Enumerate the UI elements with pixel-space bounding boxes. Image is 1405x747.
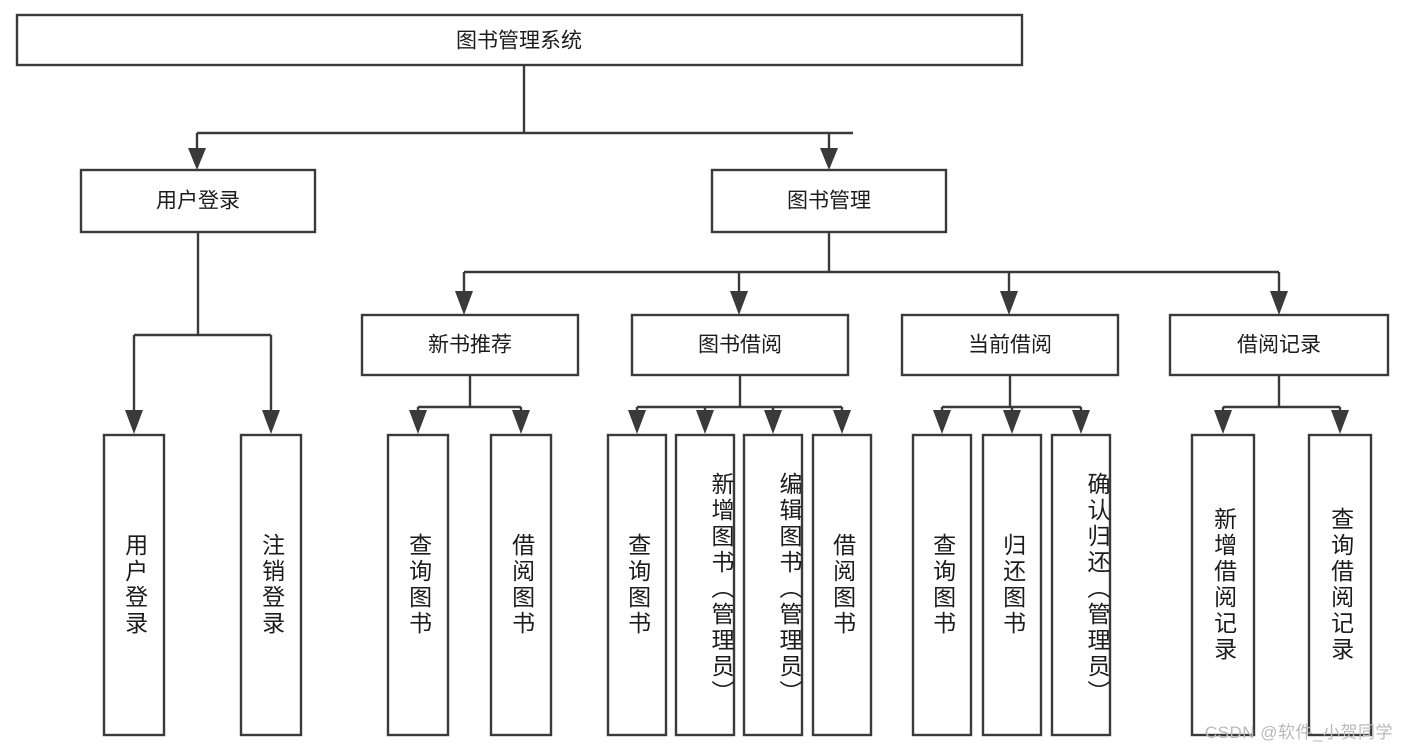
arrow-to-current-borrow — [1000, 291, 1018, 315]
node-book-manage-box[interactable] — [710, 168, 948, 234]
leaf-box-book-borrow-3[interactable] — [811, 433, 873, 737]
leaf-box-new-book-1[interactable] — [489, 433, 553, 737]
arrow-to-book-manage — [820, 148, 838, 170]
node-borrow-record-box[interactable] — [1168, 313, 1390, 377]
arrow-user-login-leaf-1 — [262, 410, 280, 434]
node-borrow-record-label: 借阅记录 — [1237, 334, 1321, 357]
arrow-to-new-book — [455, 291, 473, 315]
leaf-box-user-login-0[interactable] — [102, 433, 166, 737]
node-book-borrow-label: 图书借阅 — [698, 334, 782, 357]
leaf-box-new-book-0[interactable] — [386, 433, 450, 737]
node-root-label: 图书管理系统 — [456, 30, 582, 53]
arrow-current-borrow-leaf-2 — [1072, 410, 1090, 434]
leaf-box-borrow-record-1[interactable] — [1307, 433, 1373, 737]
arrow-user-login-leaf-0 — [125, 410, 143, 434]
arrow-new-book-leaf-1 — [512, 410, 530, 434]
arrow-borrow-record-leaf-0 — [1214, 410, 1232, 434]
node-new-book-recommend-box[interactable] — [360, 313, 580, 377]
node-root[interactable]: 图书管理系统 — [15, 13, 1024, 67]
arrow-to-user-login — [188, 148, 206, 170]
node-book-borrow-box[interactable] — [630, 313, 850, 377]
arrow-new-book-leaf-0 — [409, 410, 427, 434]
arrow-borrow-record-leaf-1 — [1331, 410, 1349, 434]
arrow-book-borrow-leaf-2 — [764, 410, 782, 434]
arrow-book-borrow-leaf-3 — [833, 410, 851, 434]
node-user-login-label: 用户登录 — [156, 190, 240, 213]
node-root-box[interactable] — [15, 13, 1024, 67]
leaf-box-current-borrow-1[interactable] — [981, 433, 1043, 737]
node-current-borrow-label: 当前借阅 — [968, 334, 1052, 357]
node-user-login[interactable]: 用户登录 — [79, 168, 317, 234]
node-new-book-recommend-label: 新书推荐 — [428, 334, 512, 357]
csdn-watermark: CSDN @软件_小贺同学 — [1204, 723, 1393, 742]
leaf-box-current-borrow-2[interactable] — [1050, 433, 1112, 737]
node-current-borrow[interactable]: 当前借阅 — [900, 313, 1120, 377]
leaf-box-user-login-1[interactable] — [239, 433, 303, 737]
node-current-borrow-box[interactable] — [900, 313, 1120, 377]
leaf-box-book-borrow-1[interactable] — [674, 433, 736, 737]
node-book-manage-label: 图书管理 — [787, 190, 871, 213]
node-borrow-record[interactable]: 借阅记录 — [1168, 313, 1390, 377]
leaf-box-current-borrow-0[interactable] — [911, 433, 973, 737]
node-book-manage[interactable]: 图书管理 — [710, 168, 948, 234]
arrow-to-book-borrow — [730, 291, 748, 315]
arrow-book-borrow-leaf-1 — [696, 410, 714, 434]
node-new-book-recommend[interactable]: 新书推荐 — [360, 313, 580, 377]
arrow-current-borrow-leaf-0 — [933, 410, 951, 434]
node-book-borrow[interactable]: 图书借阅 — [630, 313, 850, 377]
leaf-box-book-borrow-0[interactable] — [606, 433, 668, 737]
leaf-box-borrow-record-0[interactable] — [1190, 433, 1256, 737]
arrow-current-borrow-leaf-1 — [1003, 410, 1021, 434]
arrow-book-borrow-leaf-0 — [628, 410, 646, 434]
leaf-box-book-borrow-2[interactable] — [742, 433, 804, 737]
arrow-to-borrow-record — [1270, 291, 1288, 315]
